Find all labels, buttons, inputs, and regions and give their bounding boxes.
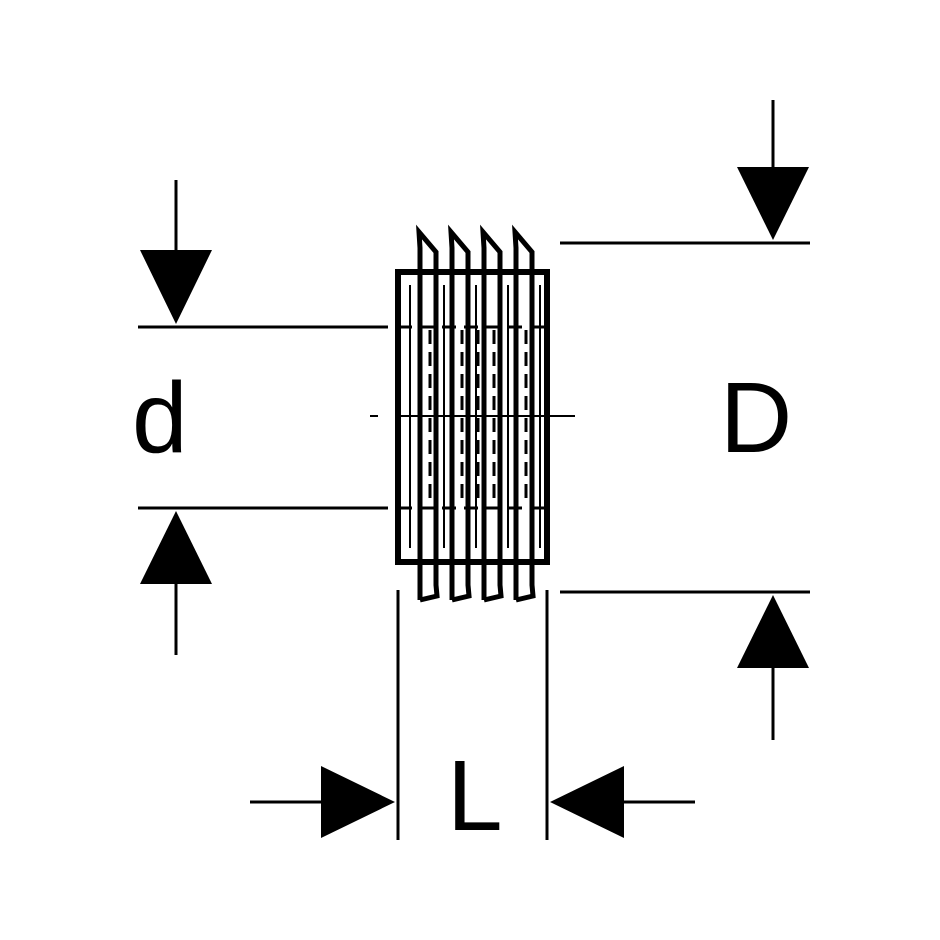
dimension-d: d (132, 180, 388, 655)
fitting-ribs (416, 224, 536, 603)
rib-4 (512, 224, 536, 603)
reducer-fitting (370, 224, 575, 603)
rib-1 (416, 224, 440, 603)
dim-d-bottom-arrow-head (140, 511, 212, 584)
dim-L-right-arrow-head (550, 766, 624, 838)
dim-D-bottom-arrow-head (737, 595, 809, 668)
rib-3 (480, 224, 504, 603)
label-D: D (720, 362, 792, 474)
dim-d-top-arrow-head (140, 250, 212, 324)
rib-2 (448, 224, 472, 603)
label-d: d (132, 362, 188, 474)
dim-D-top-arrow-head (737, 167, 809, 240)
dimension-D: D (560, 100, 810, 740)
dimension-L: L (250, 590, 695, 852)
label-L: L (447, 740, 503, 852)
dim-L-left-arrow-head (321, 766, 395, 838)
fitting-hidden-lines (398, 325, 547, 510)
